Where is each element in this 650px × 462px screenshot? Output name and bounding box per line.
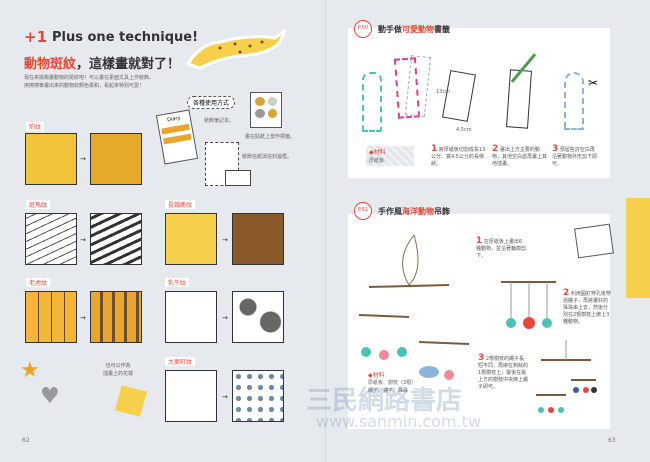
mobile-step-3: 3 2根樹枝的繩子長短不同，再綁在剩餘的1根樹枝上，最後在最上方的樹枝中央綁上繩…: [478, 353, 529, 391]
leopard-illustration: [185, 28, 287, 70]
branch-animals-illustration: [501, 281, 556, 329]
giraffe-pattern-before: [165, 213, 217, 265]
giraffe-illustration: [626, 198, 650, 298]
section-title-mobile: 手作風海洋動物吊飾: [378, 207, 450, 216]
dalmatian-pattern-before: [165, 370, 217, 422]
star-illustration: ★: [20, 358, 40, 383]
cut-bookmark-illustration: [564, 72, 584, 130]
intro-text: 現在來挑戰畫動物的斑紋吧！可以畫在素面文具上作裝飾。用擦擦筆畫出來的動物紋顏色柔…: [24, 75, 155, 89]
letter-illustration: [205, 142, 239, 186]
watermark-url: www.sanmin.com.tw: [316, 412, 482, 431]
pattern-label-tiger: 老虎紋: [26, 278, 51, 287]
drawing-bookmark-illustration: [506, 69, 532, 129]
page-ref-p50: P.50: [354, 20, 372, 38]
sticker-illustration: [115, 385, 147, 417]
right-page: P.50 動手做可愛動物書籤 ◆材料 厚紙板 13cm 4.5cm ✂ 1 將厚…: [306, 0, 650, 462]
zebra-pattern-before: [25, 213, 77, 265]
mobile-illustration: [358, 234, 470, 380]
bookmark-illustration: [362, 72, 382, 132]
tiger-pattern-after: [90, 291, 142, 343]
dalmatian-pattern-after: [232, 370, 284, 422]
mobile-step-1: 1 在厚紙板上畫出6種動物，並沿著輪廓剪下。: [476, 236, 527, 260]
bookmark-step-1: 1 將厚紙板切割成長13公分、寬4.5公分的長條狀。: [431, 144, 486, 168]
bookmark-step-3: 3 預留些許空白再沿著動物外形剪下即可。: [552, 144, 598, 168]
pattern-label-cow: 乳牛紋: [165, 278, 190, 287]
page-ref-p51: P.51: [354, 202, 372, 220]
heading: Plus one technique!: [52, 30, 199, 45]
use-note-2: 畫在貼紙上當作標籤。: [245, 134, 296, 140]
scissors-icon: ✂: [588, 76, 599, 90]
giraffe-pattern-after: [232, 213, 284, 265]
pattern-label-leopard: 豹紋: [26, 122, 45, 131]
materials-box: ◆材料 厚紙板、樹枝（3根）繩子、鑽子、珠珠: [368, 372, 417, 394]
heart-illustration: ♥: [40, 384, 60, 409]
page-title: 動物斑紋，這樣畫就對了！: [24, 57, 181, 72]
mobile-step-2: 2 利用圓釘穿孔後穿過繩子，再將畫好的珠珠串上去，然後分別在2根樹枝上綁上3種動…: [563, 288, 611, 326]
pattern-label-giraffe: 長頸鹿紋: [165, 200, 196, 209]
cow-pattern-after: [232, 291, 284, 343]
watermark: 三民網路書店: [306, 386, 463, 416]
mobile-section: [348, 214, 610, 429]
bookmark-step-2: 2 畫出上方主要的動物，其他空白處再畫上其他插畫。: [492, 144, 548, 168]
page-number: 62: [22, 437, 30, 444]
illustration-note: 也可以作為插畫上的花樣: [103, 363, 134, 377]
leopard-pattern-after: [90, 133, 142, 185]
section-title-bookmark: 動手做可愛動物書籤: [378, 25, 450, 34]
finished-mobile-illustration: [536, 340, 597, 413]
pattern-label-zebra: 斑馬紋: [26, 200, 51, 209]
tiger-pattern-before: [25, 291, 77, 343]
use-note-3: 裝飾信紙與信封邊框。: [242, 154, 293, 160]
plus-one-badge: +1: [24, 28, 48, 46]
drawing-animal-illustration: [574, 223, 614, 259]
leopard-pattern-before: [25, 133, 77, 185]
notebook-illustration: Diary: [155, 109, 199, 165]
height-dimension: 13cm: [436, 89, 450, 95]
envelope-illustration: [225, 170, 251, 186]
uses-label: 各種使用方式: [187, 96, 236, 109]
page-number: 63: [608, 437, 616, 444]
stickers-illustration: [250, 92, 282, 128]
cow-pattern-before: [165, 291, 217, 343]
pattern-label-dalmatian: 大麥町紋: [165, 357, 196, 366]
use-note-1: 裝飾筆記本。: [204, 118, 235, 124]
width-dimension: 4.5cm: [456, 127, 472, 133]
materials-box: ◆材料 厚紙板: [366, 146, 414, 166]
zebra-pattern-after: [90, 213, 142, 265]
left-page: +1 Plus one technique! 動物斑紋，這樣畫就對了！ 現在來挑…: [0, 0, 325, 462]
